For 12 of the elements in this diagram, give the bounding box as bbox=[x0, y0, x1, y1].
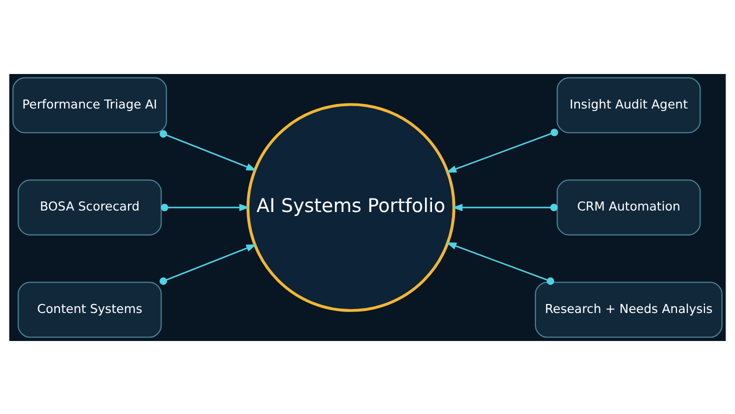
node-box: Content Systems bbox=[18, 281, 162, 338]
arrow bbox=[160, 130, 257, 170]
arrow bbox=[446, 242, 554, 284]
node-box: Insight Audit Agent bbox=[556, 76, 701, 133]
node-box: BOSA Scorecard bbox=[18, 178, 162, 236]
node-box: Research + Needs Analysis bbox=[534, 281, 723, 338]
node-box: CRM Automation bbox=[556, 178, 701, 236]
node-box: Performance Triage AI bbox=[12, 76, 167, 133]
arrow bbox=[160, 244, 257, 284]
arrow bbox=[160, 203, 250, 211]
arrow bbox=[452, 203, 558, 211]
arrow bbox=[446, 128, 558, 172]
